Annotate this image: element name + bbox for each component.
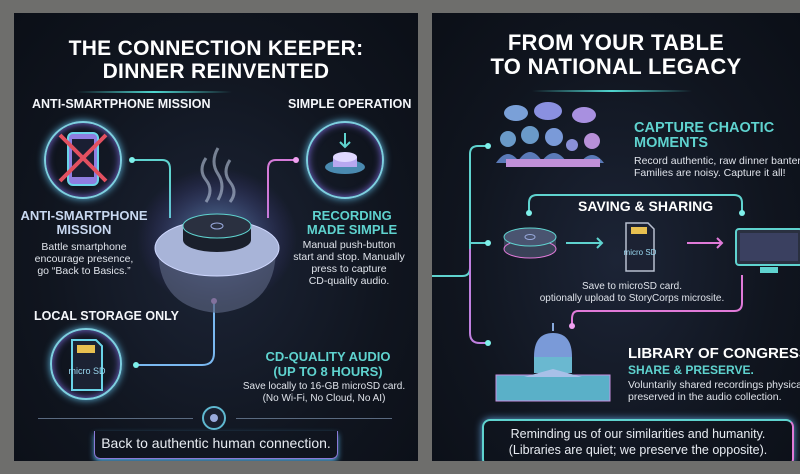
heading-line: (UP TO 8 HOURS) <box>273 364 383 379</box>
text-line: Manual push-button <box>302 239 396 251</box>
footer-banner: Back to authentic human connection. <box>94 431 338 459</box>
text-line: encourage presence, <box>34 253 134 265</box>
heading-line: MADE SIMPLE <box>306 222 398 237</box>
left-title: THE CONNECTION KEEPER: DINNER REINVENTED <box>14 37 418 83</box>
text-line: go “Back to Basics.” <box>37 265 131 277</box>
anti-smartphone-label: ANTI-SMARTPHONE MISSION <box>32 97 211 111</box>
capture-heading: CAPTURE CHAOTIC MOMENTS <box>634 121 774 151</box>
right-infographic-panel: FROM YOUR TABLE TO NATIONAL LEGACY CAPTU… <box>432 13 800 461</box>
computer-monitor-icon <box>734 227 800 277</box>
heading-line: CAPTURE CHAOTIC <box>634 120 775 136</box>
text-line: press to capture <box>311 263 387 275</box>
flow-lines <box>432 143 745 346</box>
left-infographic-panel: THE CONNECTION KEEPER: DINNER REINVENTED… <box>14 13 418 461</box>
heading-line: CD-QUALITY AUDIO <box>265 349 391 364</box>
microsd-text: micro SD <box>68 366 106 376</box>
library-description: Voluntarily shared recordings physically… <box>628 379 800 403</box>
anti-smartphone-heading: ANTI-SMARTPHONE MISSION <box>14 209 154 237</box>
library-of-congress-heading: LIBRARY OF CONGRESS <box>628 345 800 362</box>
text-line: start and stop. Manually <box>293 251 405 263</box>
cd-quality-heading: CD-QUALITY AUDIO (UP TO 8 HOURS) <box>240 349 416 379</box>
closing-message-box: Reminding us of our similarities and hum… <box>482 419 794 461</box>
text-line: CD-quality audio. <box>308 275 390 287</box>
text-line: Voluntarily shared recordings physically <box>628 379 800 391</box>
microsd-text: micro SD <box>624 248 657 257</box>
text-line: Record authentic, raw dinner banter. <box>634 155 800 167</box>
title-divider <box>532 90 692 92</box>
footer-text: Back to authentic human connection. <box>101 435 331 451</box>
smart-table-device-illustration <box>137 128 297 318</box>
right-title: FROM YOUR TABLE TO NATIONAL LEGACY <box>432 31 800 79</box>
no-phone-icon <box>44 121 122 199</box>
heading-line: ANTI-SMARTPHONE <box>20 208 148 223</box>
focus-icon <box>202 406 226 430</box>
push-button-icon <box>306 121 384 199</box>
text-line: Battle smartphone <box>41 241 127 253</box>
title-line: FROM YOUR TABLE <box>507 30 725 55</box>
text-line: (No Wi-Fi, No Cloud, No AI) <box>262 393 386 404</box>
title-line: TO NATIONAL LEGACY <box>490 54 742 79</box>
saving-sharing-heading: SAVING & SHARING <box>578 198 714 214</box>
anti-smartphone-description: Battle smartphone encourage presence, go… <box>14 241 154 277</box>
text-line: optionally upload to StoryCorps microsit… <box>539 293 725 304</box>
heading-line: MOMENTS <box>634 135 709 151</box>
title-line: THE CONNECTION KEEPER: <box>68 37 364 60</box>
text-line: (Libraries are quiet; we preserve the op… <box>508 443 768 457</box>
recording-made-simple-heading: RECORDING MADE SIMPLE <box>286 209 418 237</box>
heading-line: MISSION <box>56 222 112 237</box>
family-dinner-illustration <box>490 102 614 175</box>
capture-description: Record authentic, raw dinner banter. Fam… <box>634 155 800 179</box>
text-line: Save to microSD card. <box>581 281 683 292</box>
microsd-card-icon: micro SD <box>614 219 664 273</box>
text-line: Reminding us of our similarities and hum… <box>510 427 766 441</box>
share-preserve-subheading: SHARE & PRESERVE. <box>628 363 754 377</box>
cd-quality-description: Save locally to 16-GB microSD card. (No … <box>230 381 418 405</box>
local-storage-label: LOCAL STORAGE ONLY <box>34 309 179 323</box>
simple-operation-label: SIMPLE OPERATION <box>288 97 412 111</box>
text-line: Families are noisy. Capture it all! <box>634 167 786 179</box>
title-divider <box>76 91 232 93</box>
text-line: Save locally to 16-GB microSD card. <box>242 381 406 392</box>
capitol-building-icon <box>494 321 612 405</box>
heading-line: RECORDING <box>312 208 392 223</box>
recorder-device-icon <box>502 225 558 259</box>
divider <box>236 418 392 419</box>
text-line: preserved in the audio collection. <box>628 391 782 403</box>
divider <box>38 418 193 419</box>
recording-made-simple-description: Manual push-button start and stop. Manua… <box>280 239 418 287</box>
title-line: DINNER REINVENTED <box>102 60 330 83</box>
microsd-card-icon: micro SD <box>50 328 122 400</box>
closing-message: Reminding us of our similarities and hum… <box>484 421 792 458</box>
saving-sharing-description: Save to microSD card. optionally upload … <box>512 281 752 305</box>
focus-dot <box>210 414 218 422</box>
